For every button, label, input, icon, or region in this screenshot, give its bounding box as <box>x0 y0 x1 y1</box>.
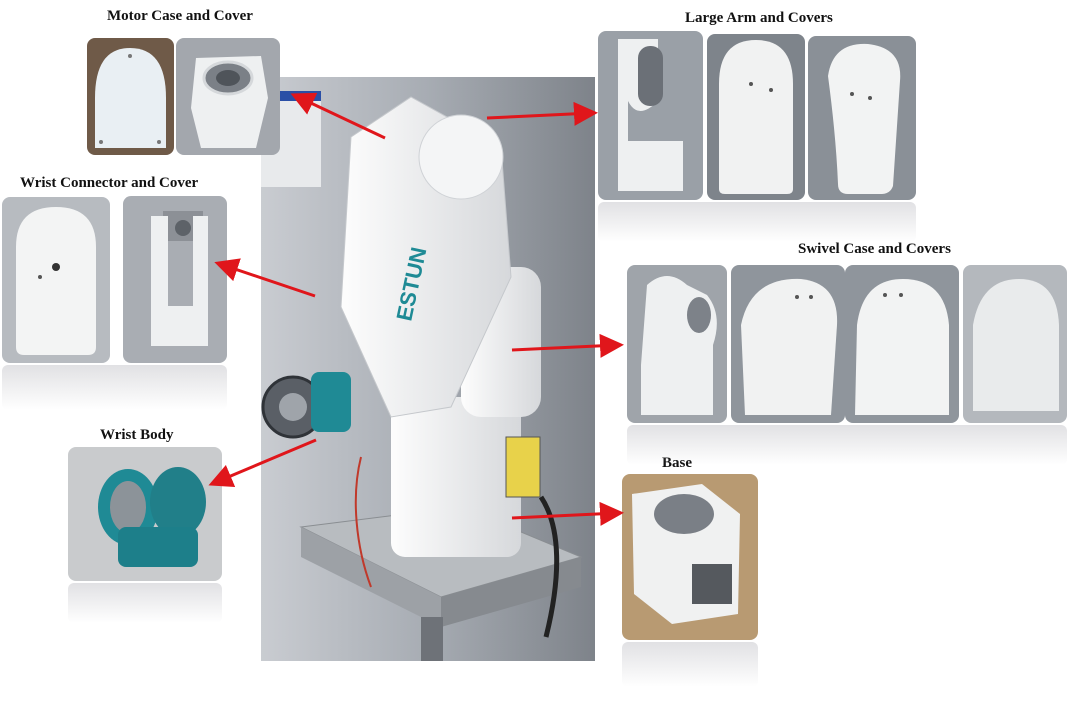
swivel-case-photo-1 <box>627 265 727 423</box>
swivel-case-photo-2 <box>731 265 845 423</box>
motor-case-photo-1 <box>87 38 174 155</box>
arrow-large-arm <box>486 101 598 126</box>
reflection-base <box>622 642 758 687</box>
large-arm-photo-2 <box>707 34 805 200</box>
wrist-connector-photo-2 <box>123 196 227 363</box>
base-photo <box>622 474 758 640</box>
large-arm-photo-1 <box>598 31 703 200</box>
swivel-case-photo-4 <box>963 265 1067 423</box>
label-wrist-connector: Wrist Connector and Cover <box>20 175 199 191</box>
reflection-swivel-case <box>627 425 1067 465</box>
arrow-base <box>511 501 624 526</box>
wrist-body-photo <box>68 447 222 581</box>
label-large-arm: Large Arm and Covers <box>685 10 833 26</box>
swivel-case-photo-3 <box>845 265 959 423</box>
reflection-wrist-connector <box>2 365 227 410</box>
arrow-motor-case <box>290 92 386 140</box>
wrist-connector-photo-1 <box>2 197 110 363</box>
arrow-wrist-body <box>208 438 317 488</box>
arrow-wrist-connector <box>214 258 316 298</box>
label-motor-case: Motor Case and Cover <box>107 8 253 24</box>
reflection-large-arm <box>598 202 916 242</box>
motor-case-photo-2 <box>176 38 280 155</box>
label-swivel-case: Swivel Case and Covers <box>798 241 951 257</box>
large-arm-photo-3 <box>808 36 916 200</box>
label-wrist-body: Wrist Body <box>100 427 174 443</box>
robot-photo: ESTUN <box>261 77 595 661</box>
reflection-wrist-body <box>68 583 222 623</box>
arrow-swivel-case <box>511 333 624 358</box>
